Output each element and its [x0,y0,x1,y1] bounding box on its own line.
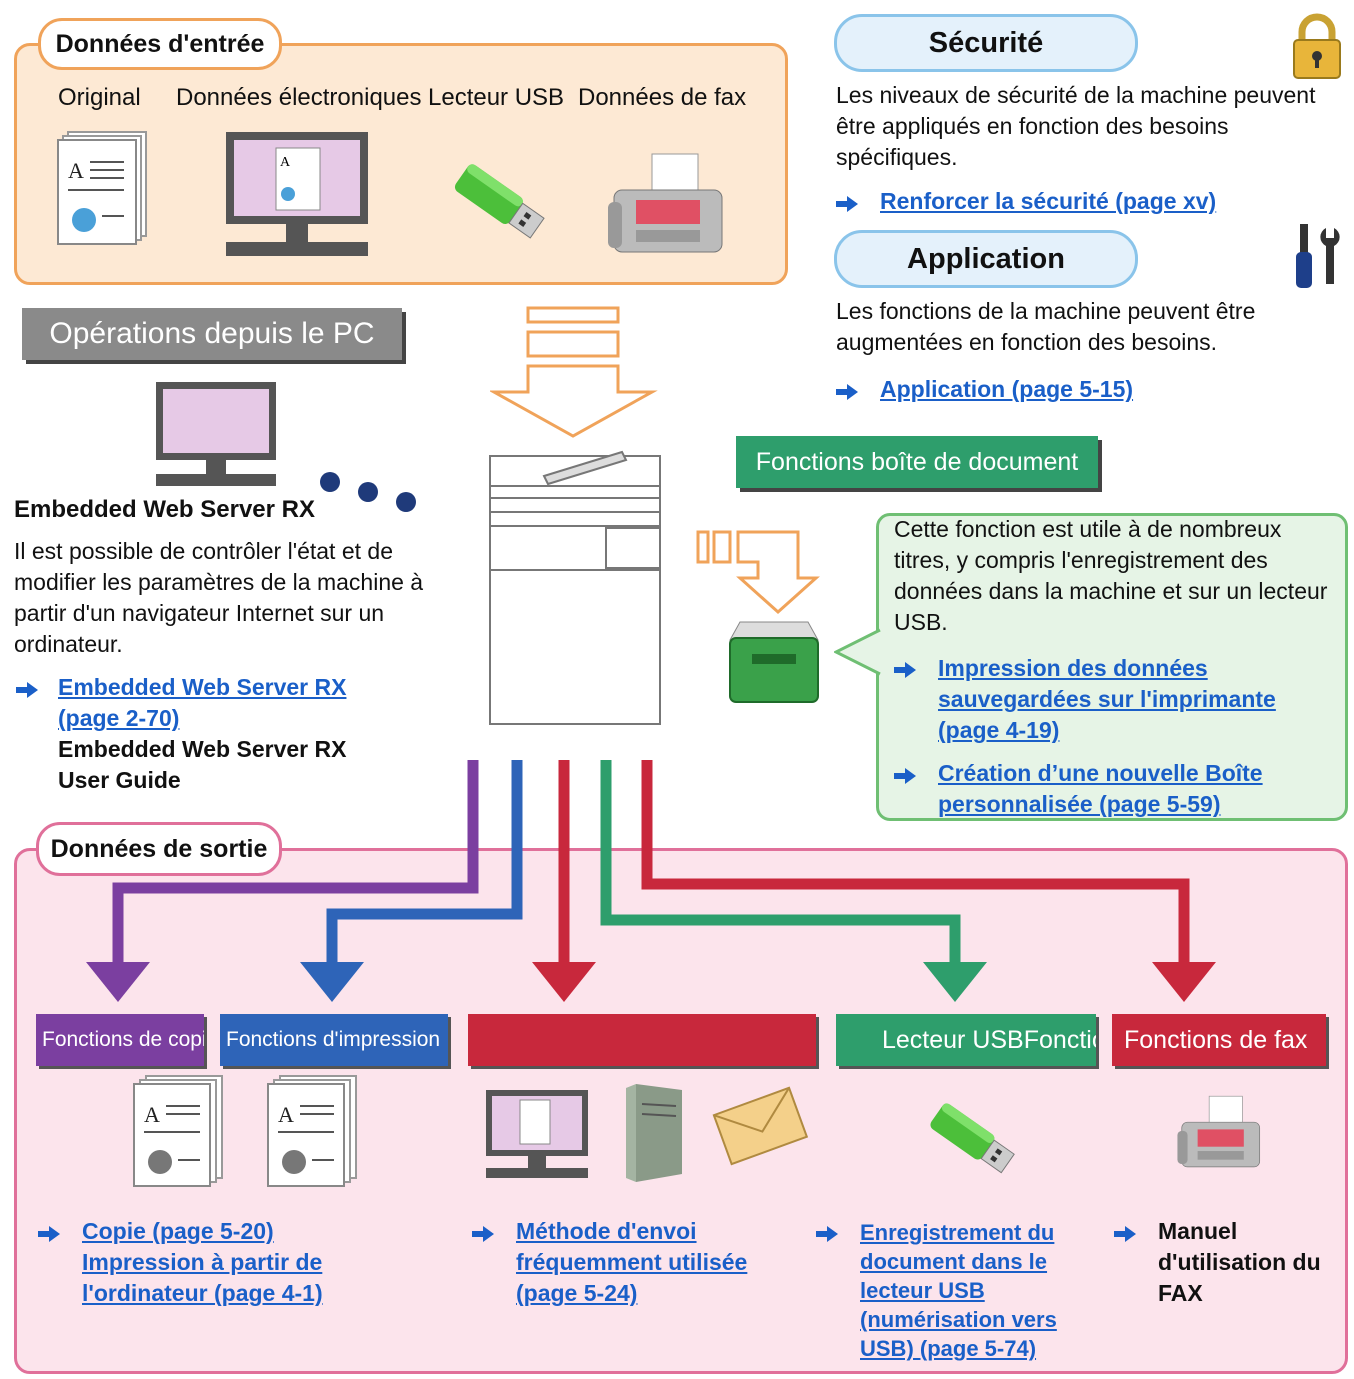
callout-pointer [834,628,881,676]
link-arrow-icon [836,384,858,400]
input-data-title: Données d'entrée [38,18,282,70]
tools-icon [1296,224,1340,288]
input-flow-arrow [490,306,658,438]
padlock-icon [1293,13,1341,79]
svg-text:A: A [144,1102,160,1127]
output-data-title: Données de sortie [36,822,282,876]
ews-guide-line2: User Guide [58,767,181,793]
link-arrow-icon [38,1226,60,1242]
link-arrow-icon [816,1226,838,1242]
usb-drive-icon [930,1103,1015,1174]
copy-document-icon: A [133,1075,223,1187]
email-envelope-icon [712,1086,808,1166]
link-arrow-icon [16,682,38,698]
ews-description: Il est possible de contrôler l'état et d… [14,538,424,657]
usb-drive-bar: Lecteur USBFonctions d'envoi [836,1014,1096,1066]
fax-manual-label: Manuel d'utilisation du FAX [1158,1218,1321,1306]
input-item-fax: Données de fax [578,84,747,111]
svg-text:A: A [280,155,291,170]
custom-box-link[interactable]: Création d’une nouvelle Boîte personnali… [938,760,1263,817]
document-box-banner: Fonctions boîte de document [736,436,1098,488]
fax-functions-bar: Fonctions de fax [1112,1014,1326,1066]
fax-machine-icon [1177,1095,1261,1168]
copy-functions-bar: Fonctions de copie [36,1014,204,1066]
pc-monitor-icon [156,382,276,486]
fax-machine-icon [608,153,723,253]
server-tower-icon [626,1084,682,1182]
send-monitor-icon [486,1090,588,1178]
security-title: Sécurité [834,14,1138,72]
link-arrow-icon [1114,1226,1136,1242]
ellipsis-dots-icon [320,472,416,512]
document-box-flow-arrow [696,530,820,615]
link-arrow-icon [894,768,916,784]
send-method-link[interactable]: Méthode d'envoi fréquemment utilisée (pa… [516,1218,748,1306]
send-functions-bar [468,1014,816,1066]
scan-to-usb-link[interactable]: Enregistrement du document dans le lecte… [860,1220,1057,1361]
link-arrow-icon [894,662,916,678]
document-icon: A [57,131,147,245]
stored-data-print-link[interactable]: Impression des données sauvegardées sur … [938,655,1276,743]
document-box-description: Cette fonction est utile à de nombreux t… [894,516,1328,635]
print-document-icon: A [267,1075,357,1187]
svg-text:A: A [278,1102,294,1127]
output-flow-arrows [86,760,1216,1002]
security-description: Les niveaux de sécurité de la machine pe… [836,82,1316,170]
ews-heading: Embedded Web Server RX [14,496,315,523]
pc-operations-banner: Opérations depuis le PC [22,308,402,360]
ews-guide-line1: Embedded Web Server RX [58,736,347,762]
link-arrow-icon [836,196,858,212]
security-link[interactable]: Renforcer la sécurité (page xv) [880,188,1217,214]
document-box-cabinet-icon [729,621,819,703]
usb-drive-icon [454,164,545,239]
input-item-electronic: Données électroniques [176,84,422,111]
monitor-icon: A [226,132,368,256]
copy-link[interactable]: Copie (page 5-20) [82,1218,274,1244]
application-title: Application [834,230,1138,288]
document-box-panel [876,513,1348,821]
svg-text:A: A [68,158,84,183]
input-item-original: Original [58,84,141,111]
print-from-computer-link[interactable]: Impression à partir de l'ordinateur (pag… [82,1249,323,1306]
input-item-usb: Lecteur USB [428,84,565,111]
print-functions-bar: Fonctions d'impression [220,1014,448,1066]
ews-link[interactable]: Embedded Web Server RX (page 2-70) [58,674,347,731]
application-description: Les fonctions de la machine peuvent être… [836,298,1256,355]
multifunction-printer-icon [489,450,661,725]
application-link[interactable]: Application (page 5-15) [880,376,1134,402]
link-arrow-icon [472,1226,494,1242]
